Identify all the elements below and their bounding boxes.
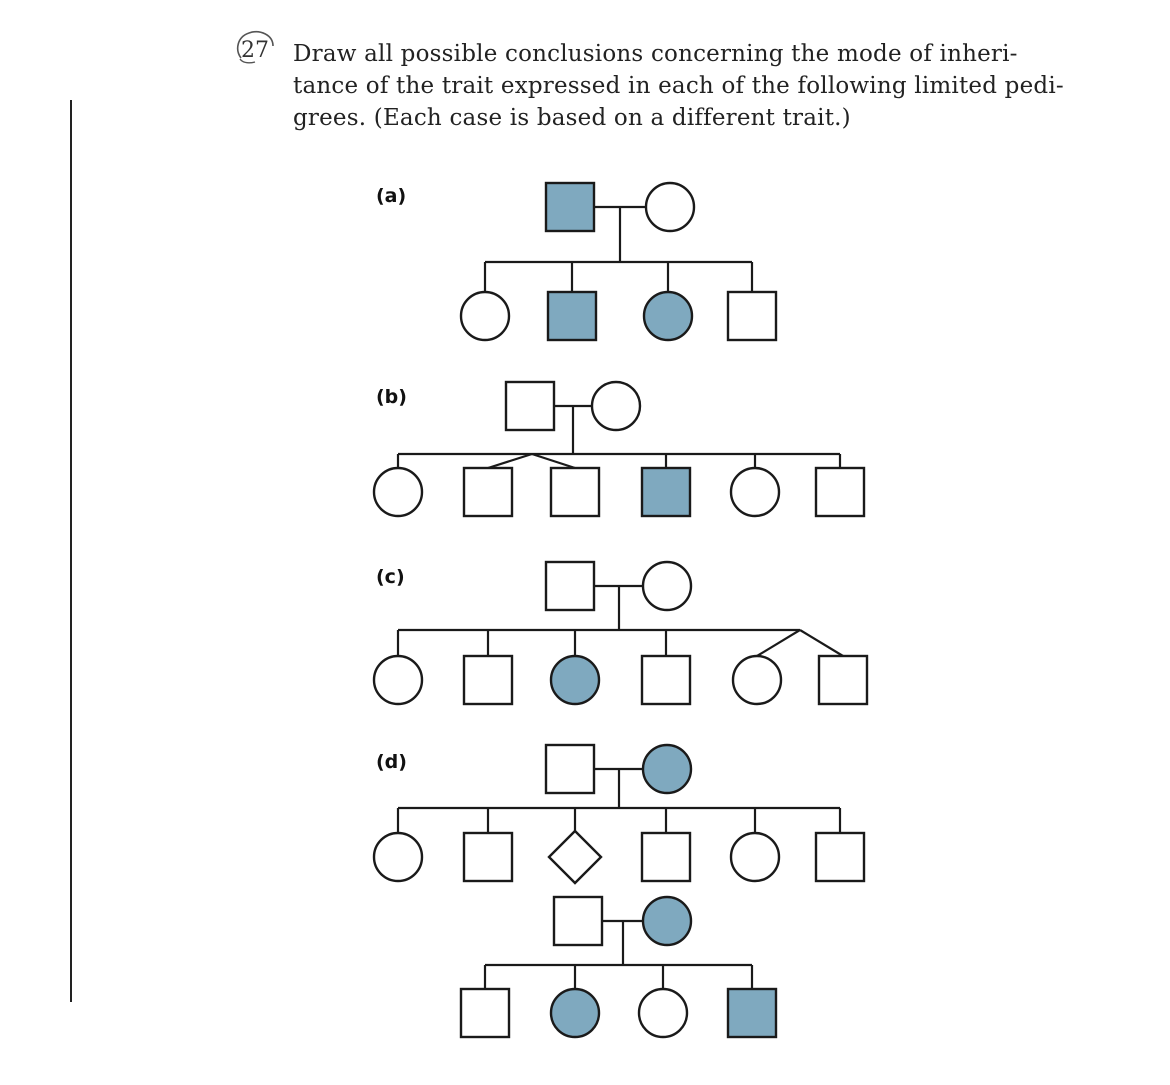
- father-unaffected-male-square: [504, 380, 556, 432]
- pedigree-label-c: (c): [376, 566, 405, 588]
- question-number: 27: [241, 38, 269, 63]
- child-unaffected-male-square: [640, 654, 692, 706]
- margin-line: [70, 100, 72, 1002]
- child-affected-female-circle: [549, 654, 601, 706]
- mother-unaffected-female-circle: [644, 181, 696, 233]
- mother-affected-female-circle: [641, 743, 693, 795]
- pedigree-label-d: (d): [376, 751, 407, 773]
- pedigree-label-a: (a): [376, 185, 407, 207]
- father-affected-male-square: [544, 181, 596, 233]
- child-unaffected-male-square: [640, 831, 692, 883]
- child-unaffected-male-square: [462, 654, 514, 706]
- child-unaffected-male-square: [549, 466, 601, 518]
- pedigree-label-b: (b): [376, 386, 407, 408]
- child-affected-male-square: [726, 987, 778, 1039]
- child-unaffected-female-circle: [731, 654, 783, 706]
- twin-line: [799, 629, 844, 657]
- child-unaffected-female-circle: [637, 987, 689, 1039]
- child-unaffected-male-square: [814, 831, 866, 883]
- child-unaffected-female-circle: [729, 466, 781, 518]
- child-unaffected-female-circle: [459, 290, 511, 342]
- father-unaffected-male-square: [544, 743, 596, 795]
- father-unaffected-male-square: [544, 560, 596, 612]
- child-unaffected-female-circle: [729, 831, 781, 883]
- twin-line: [756, 629, 801, 657]
- child-unaffected-male-square: [814, 466, 866, 518]
- child-unaffected-male-square: [462, 831, 514, 883]
- question-line: grees. (Each case is based on a differen…: [293, 105, 851, 131]
- question-line: tance of the trait expressed in each of …: [293, 73, 1064, 99]
- child-affected-male-square: [546, 290, 598, 342]
- question-number-badge: 27: [233, 28, 277, 68]
- mother-affected-female-circle: [641, 895, 693, 947]
- child-unaffected-male-square: [817, 654, 869, 706]
- father-unaffected-male-square: [552, 895, 604, 947]
- mother-unaffected-female-circle: [641, 560, 693, 612]
- twin-line: [531, 452, 576, 470]
- child-unaffected-female-circle: [372, 654, 424, 706]
- child-unaffected-male-square: [462, 466, 514, 518]
- question-line: Draw all possible conclusions concerning…: [293, 41, 1018, 67]
- mother-unaffected-female-circle: [590, 380, 642, 432]
- child-affected-female-circle: [642, 290, 694, 342]
- child-unaffected-male-square: [726, 290, 778, 342]
- child-affected-female-circle: [549, 987, 601, 1039]
- twin-line: [487, 452, 533, 470]
- child-unaffected-male-square: [459, 987, 511, 1039]
- child-unaffected-female-circle: [372, 831, 424, 883]
- child-unknown-sex-diamond: [547, 829, 603, 885]
- question-text: Draw all possible conclusions concerning…: [293, 38, 1064, 134]
- child-affected-male-square: [640, 466, 692, 518]
- hand-drawn-circle-icon: [236, 30, 274, 64]
- child-unaffected-female-circle: [372, 466, 424, 518]
